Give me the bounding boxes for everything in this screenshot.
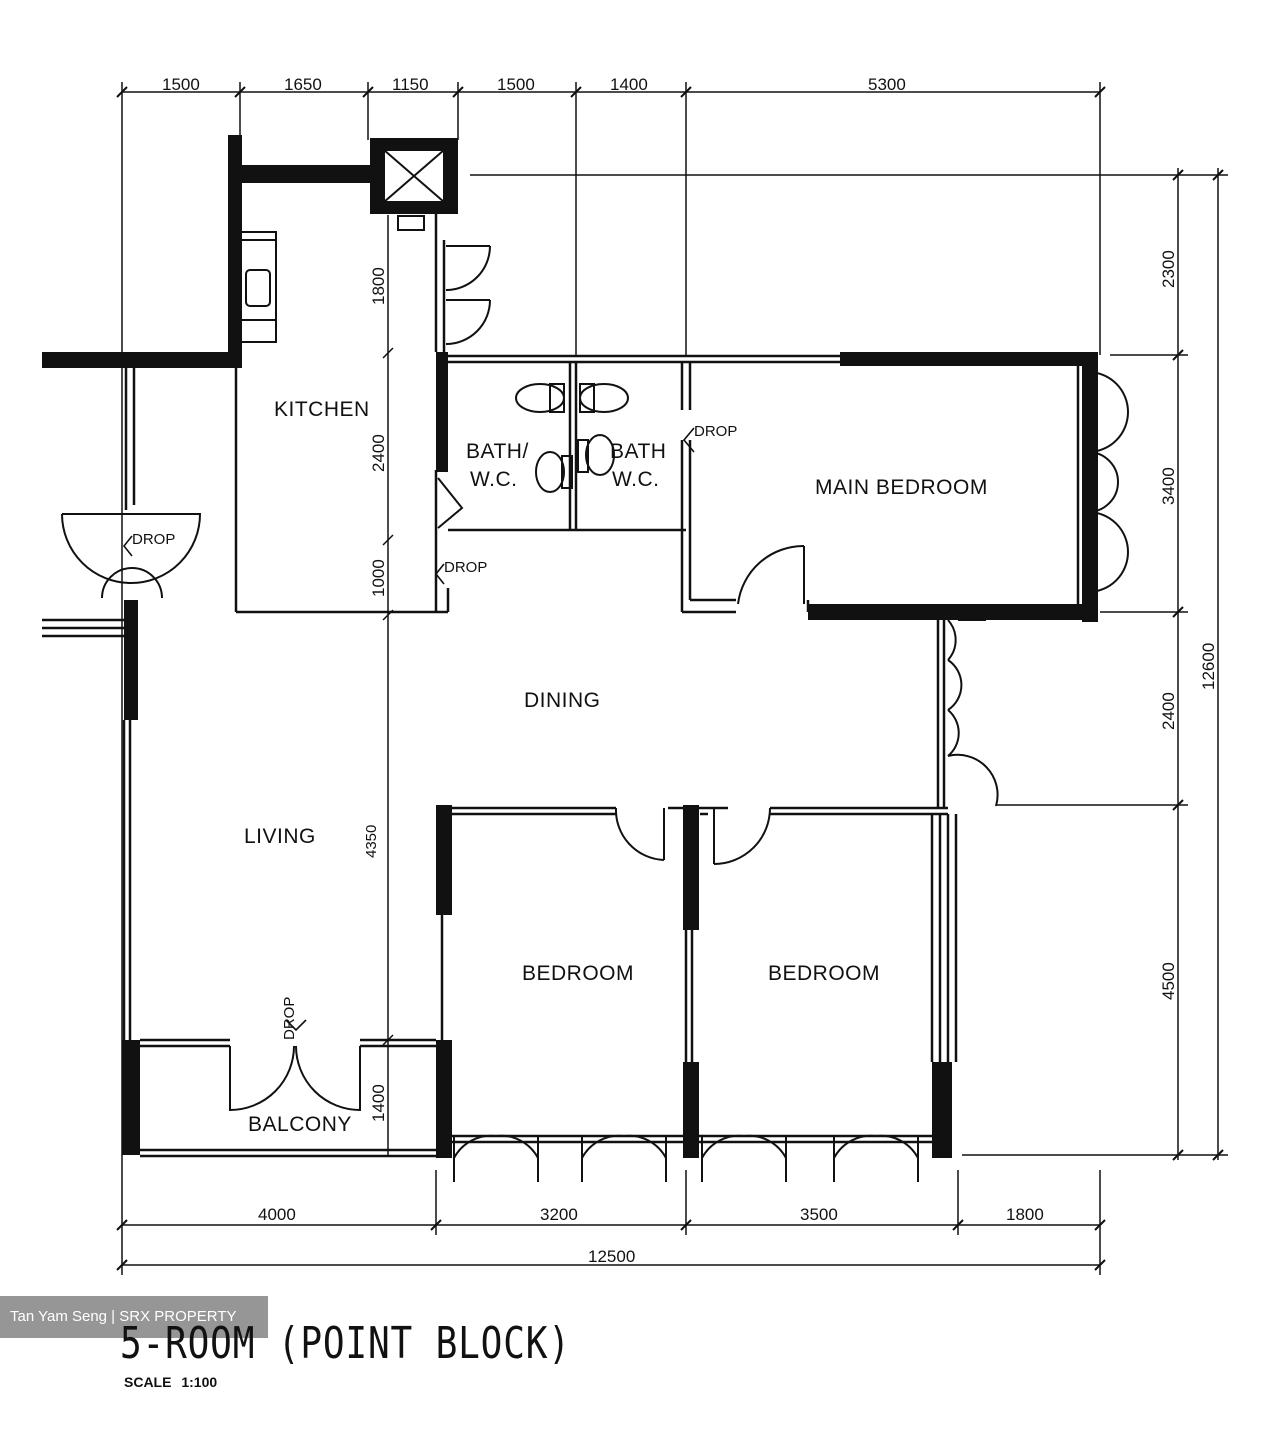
dim-top-6: 5300 [868, 75, 906, 94]
drop-label-entrance: DROP [132, 531, 175, 548]
dim-top-2: 1650 [284, 75, 322, 94]
label-bedroom-1: BEDROOM [522, 962, 634, 985]
service-shaft [370, 138, 458, 231]
dim-bottom-3: 3500 [800, 1205, 838, 1224]
dim-inner-1: 1800 [369, 267, 388, 305]
dimension-lines-bottom [122, 1170, 1101, 1275]
dim-top-5: 1400 [610, 75, 648, 94]
doors [61, 245, 1129, 1182]
thick-walls [42, 135, 1098, 1158]
dim-bottom-total: 12500 [588, 1247, 635, 1266]
label-main-bedroom: MAIN BEDROOM [815, 476, 988, 499]
dim-bottom-2: 3200 [540, 1205, 578, 1224]
plan-scale: SCALE 1:100 [124, 1374, 218, 1390]
kitchen-sink [239, 231, 277, 343]
label-living: LIVING [244, 825, 316, 848]
dim-inner-3: 1000 [369, 559, 388, 597]
dim-bottom-1: 4000 [258, 1205, 296, 1224]
dim-bottom-4: 1800 [1006, 1205, 1044, 1224]
thin-walls [42, 214, 1080, 1158]
dimension-ticks-right [1172, 169, 1224, 1161]
dimension-ticks-top [116, 86, 1106, 98]
dim-right-total: 12600 [1199, 643, 1218, 690]
dim-right-3: 2400 [1159, 692, 1178, 730]
drop-label-kitchen: DROP [444, 559, 487, 576]
dim-top-3: 1150 [392, 75, 429, 94]
dimension-ticks-bottom [116, 1219, 1106, 1271]
label-bath-1-line-1: BATH/ [466, 440, 529, 463]
label-bedroom-2: BEDROOM [768, 962, 880, 985]
toilet-fixtures [515, 383, 629, 493]
dim-inner-rotated: 4350 [363, 825, 380, 858]
watermark: Tan Yam Seng | SRX PROPERTY [0, 1296, 268, 1338]
label-bath-1-line-2: W.C. [470, 468, 518, 491]
dimension-line-inner [382, 215, 394, 1155]
drop-arrows [122, 427, 695, 1032]
dim-top-1: 1500 [162, 75, 200, 94]
label-kitchen: KITCHEN [274, 398, 370, 421]
drop-label-balcony: DROP [281, 997, 298, 1040]
label-bath-2-line-2: W.C. [612, 468, 660, 491]
dimension-lines-right [470, 168, 1228, 1160]
dim-right-2: 3400 [1159, 467, 1178, 505]
dim-inner-2: 2400 [369, 434, 388, 472]
label-balcony: BALCONY [248, 1113, 352, 1136]
dim-right-1: 2300 [1159, 250, 1178, 288]
label-dining: DINING [524, 689, 601, 712]
plan-title: 5-ROOM (POINT BLOCK) [120, 1318, 571, 1369]
dim-right-4: 4500 [1159, 962, 1178, 1000]
dim-top-4: 1500 [497, 75, 535, 94]
drop-label-bath: DROP [694, 423, 737, 440]
dim-inner-4: 1400 [369, 1084, 388, 1122]
label-bath-2-line-1: BATH [610, 440, 666, 463]
